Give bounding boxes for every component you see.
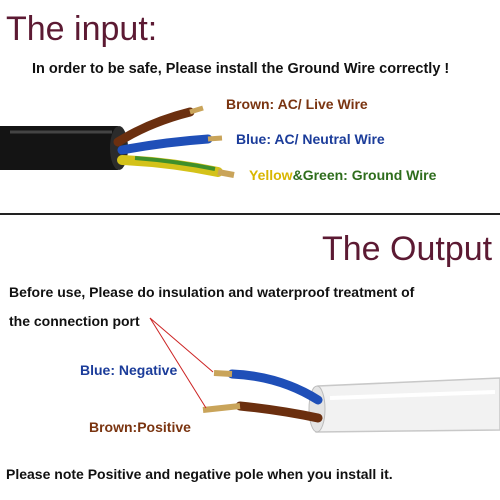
ground-label-green: &Green: (292, 167, 352, 183)
instruction-line-2: the connection port (9, 313, 140, 329)
ground-wire-tip (217, 169, 235, 178)
brown-wire-label: Brown: AC/ Live Wire (226, 96, 368, 112)
safety-note: In order to be safe, Please install the … (32, 61, 450, 77)
pointer-lines (149, 317, 214, 409)
output-cable (202, 369, 500, 433)
output-blue-tip (213, 370, 233, 377)
footer-note: Please note Positive and negative pole w… (6, 466, 393, 482)
blue-wire (117, 134, 213, 155)
output-blue-wire (227, 369, 323, 405)
ground-wire-label: Yellow&Green: Ground Wire (249, 167, 436, 183)
black-sheath (0, 126, 123, 170)
positive-label: Brown:Positive (89, 419, 191, 435)
negative-label: Blue: Negative (80, 362, 178, 378)
brown-wire (113, 107, 195, 147)
output-brown-wire (235, 401, 323, 423)
pointer-line-negative (149, 317, 214, 373)
section-divider (0, 213, 500, 215)
blue-wire-label: Blue: AC/ Neutral Wire (236, 131, 385, 147)
output-title: The Output (322, 230, 493, 268)
brown-wire-tip (189, 105, 204, 115)
output-brown-tip (202, 403, 241, 413)
instruction-line-1: Before use, Please do insulation and wat… (9, 284, 415, 300)
input-cable (0, 105, 235, 178)
white-sheath (310, 377, 500, 433)
ground-label-yellow: Yellow (249, 167, 293, 183)
input-title: The input: (6, 10, 158, 48)
yellow-green-wire (117, 155, 223, 177)
ground-label-text: Ground Wire (351, 167, 437, 183)
pointer-line-positive (149, 317, 207, 409)
blue-wire-tip (207, 135, 223, 142)
